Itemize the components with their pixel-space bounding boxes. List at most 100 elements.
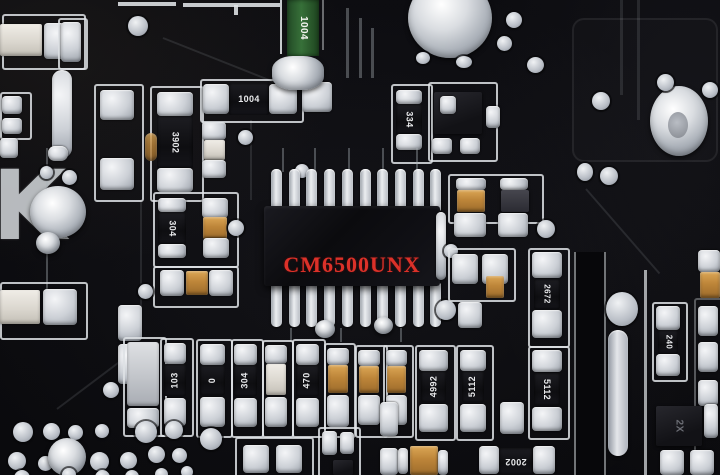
solder-dot: [172, 448, 187, 463]
via: [128, 16, 148, 36]
solder-dome: [315, 320, 335, 338]
solder-pad: [296, 344, 319, 365]
solder-pad: [2, 118, 22, 134]
via: [62, 170, 77, 185]
via: [138, 284, 153, 299]
tan-capacitor: [203, 217, 227, 239]
silkscreen-outline: [58, 18, 88, 70]
tan-capacitor: [359, 366, 379, 393]
silkscreen-line: [322, 0, 324, 50]
via: [537, 220, 555, 238]
solder-pad: [698, 306, 718, 336]
chip-pin: [359, 283, 371, 327]
resistor-label: 3902: [170, 131, 181, 153]
solder-dot: [181, 466, 193, 475]
solder-pad: [690, 450, 714, 475]
resistor-label: 2002: [505, 456, 527, 467]
chip-pin: [394, 169, 406, 211]
silkscreen-line: [280, 0, 282, 54]
ceramic-capacitor: [266, 364, 286, 395]
solder-pad: [438, 450, 448, 475]
round-pad: [200, 428, 222, 450]
trace: [314, 148, 316, 172]
silkscreen-outline: [448, 174, 544, 224]
chip-pin: [359, 169, 371, 211]
solder-pad: [327, 348, 349, 365]
solder-pad: [202, 122, 226, 140]
resistor-0: 0: [200, 365, 225, 395]
via: [228, 220, 244, 236]
tan-capacitor: [457, 190, 485, 212]
resistor-334: 334: [396, 104, 422, 134]
round-pad: [606, 292, 638, 326]
solder-dot: [155, 468, 168, 475]
solder-pad: [419, 404, 448, 432]
solder-dot: [148, 446, 165, 463]
solder-pad: [532, 407, 562, 431]
via: [497, 36, 512, 51]
trace: [416, 148, 418, 172]
resistor-label: 0: [207, 377, 217, 383]
solder-pad: [533, 446, 555, 474]
trace: [637, 0, 640, 120]
via: [702, 82, 718, 98]
solder-pad: [386, 350, 407, 366]
resistor-label: 304: [240, 372, 250, 389]
solder-pad: [456, 178, 486, 190]
solder-dot: [95, 470, 110, 475]
solder-pad: [452, 254, 478, 284]
via: [592, 92, 610, 110]
solder-dome: [374, 317, 393, 334]
solder-pad: [380, 448, 398, 475]
solder-pad: [61, 22, 81, 62]
resistor-label: 1004: [238, 93, 260, 104]
solder-dot: [165, 421, 183, 439]
solder-glob: [145, 133, 157, 161]
chip-pin: [412, 169, 424, 211]
trace: [346, 8, 349, 78]
via: [238, 130, 253, 145]
solder-pad: [486, 106, 500, 128]
silkscreen-outline: [652, 302, 688, 382]
via: [40, 166, 53, 179]
via: [103, 382, 119, 398]
resistor-1004: 1004: [229, 83, 269, 115]
solder-pad: [698, 250, 720, 272]
solder-pad: [157, 92, 193, 116]
solder-pad: [200, 397, 225, 427]
solder-pad: [660, 450, 684, 475]
resistor-label: 5112: [542, 378, 553, 400]
gray-component: [127, 342, 159, 406]
solder-pad: [460, 404, 486, 432]
tan-capacitor: [328, 365, 348, 393]
resistor-5112-right: 5112: [534, 373, 560, 405]
solder-pad: [396, 134, 422, 150]
resistor-label: 334: [404, 110, 415, 128]
solder-pad: [158, 198, 186, 212]
chip: CM6500UNX: [264, 206, 440, 286]
solder-dot: [120, 452, 137, 469]
chip-pin-row-bottom: [271, 283, 443, 327]
silkscreen-outline: [694, 298, 720, 475]
chip-label: CM6500UNX: [283, 252, 421, 277]
ic-2x: 2X: [656, 406, 702, 446]
chip-pin: [430, 283, 442, 327]
solder-pad: [202, 160, 226, 178]
solder-pad: [322, 431, 337, 455]
chip-pin: [324, 169, 336, 211]
resistor-label: 103: [169, 371, 180, 389]
resistor-label: 1004: [297, 16, 309, 40]
chip-pin: [377, 283, 389, 327]
solder-pad: [100, 158, 134, 190]
solder-pad: [160, 270, 184, 296]
silkscreen-outline: [448, 248, 516, 302]
silkscreen-line: [183, 3, 280, 7]
trace: [400, 328, 402, 342]
solder-pad: [698, 342, 718, 372]
solder-pad: [532, 310, 562, 338]
silkscreen-line: [234, 5, 238, 15]
long-pad-strip: [608, 330, 628, 456]
solder-dome: [36, 232, 60, 254]
ceramic-capacitor: [204, 140, 225, 160]
silkscreen-line: [118, 2, 176, 6]
